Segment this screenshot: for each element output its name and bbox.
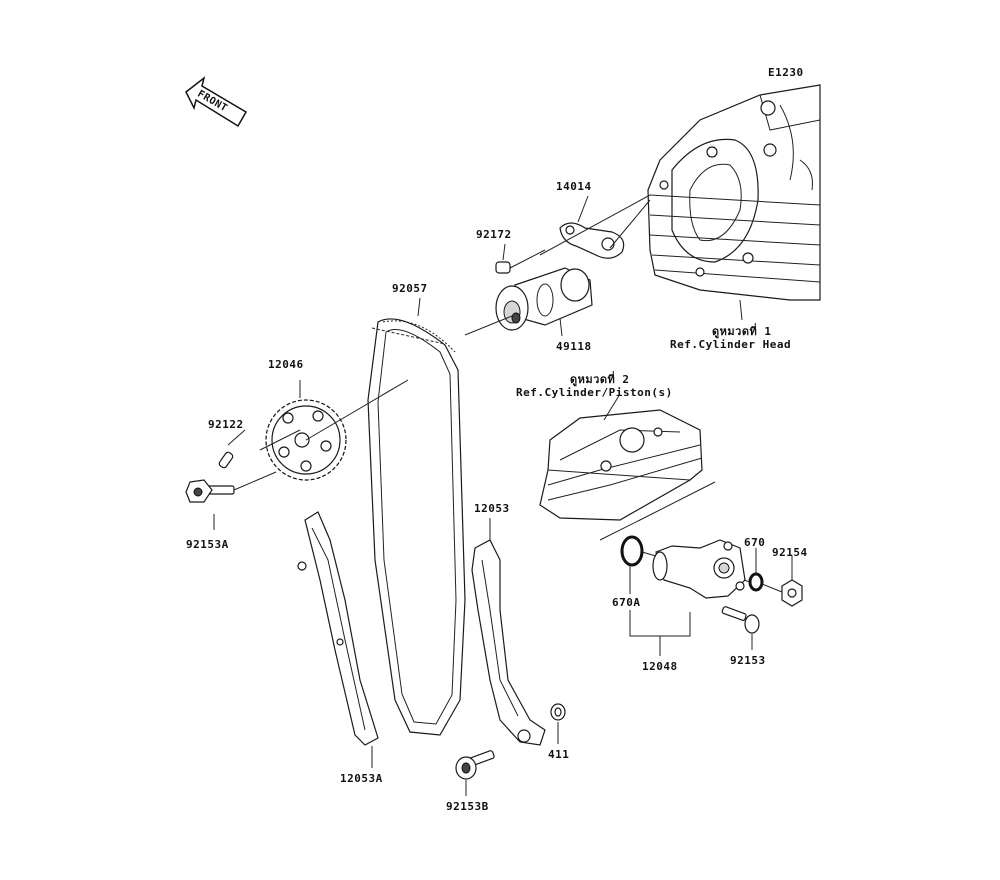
gasket-14014 — [559, 222, 625, 259]
label-14014: 14014 — [556, 180, 592, 193]
label-12053: 12053 — [474, 502, 510, 515]
leader-lines — [213, 194, 793, 796]
guide-12053 — [471, 539, 546, 746]
label-12048: 12048 — [642, 660, 678, 673]
label-92153A: 92153A — [186, 538, 229, 551]
label-92153: 92153 — [730, 654, 766, 667]
label-670A: 670A — [612, 596, 641, 609]
bolt-92153 — [721, 606, 760, 634]
bolt-92153B — [455, 750, 495, 780]
front-arrow-icon — [185, 76, 248, 128]
diagram-code: E1230 — [768, 66, 804, 79]
pin-92122 — [218, 451, 234, 469]
cam-chain-92057 — [367, 318, 466, 736]
label-92172: 92172 — [476, 228, 512, 241]
cylinder-block — [539, 409, 703, 521]
label-92154: 92154 — [772, 546, 808, 559]
ref2-thai: ดูหมวดที่ 2 — [570, 373, 630, 386]
ref1-thai: ดูหมวดที่ 1 — [712, 325, 772, 338]
ref1-text: Ref.Cylinder Head — [670, 338, 792, 351]
label-49118: 49118 — [556, 340, 592, 353]
o-ring-670 — [748, 572, 764, 592]
tensioner-12048 — [652, 539, 746, 599]
label-92122: 92122 — [208, 418, 244, 431]
label-92057: 92057 — [392, 282, 428, 295]
camshaft-49118 — [495, 267, 593, 331]
pin-92172 — [495, 261, 511, 274]
cylinder-head — [647, 84, 821, 301]
label-670: 670 — [744, 536, 766, 549]
washer-411 — [550, 703, 566, 721]
o-ring-670A — [620, 535, 644, 567]
label-12046: 12046 — [268, 358, 304, 371]
ref2-text: Ref.Cylinder/Piston(s) — [516, 386, 673, 399]
guide-12053A — [297, 511, 379, 746]
label-12053A: 12053A — [340, 772, 383, 785]
label-92153B: 92153B — [446, 800, 489, 813]
sprocket-12046 — [265, 399, 347, 481]
label-411: 411 — [548, 748, 570, 761]
plug-92154 — [781, 579, 803, 607]
bolt-92153A — [185, 479, 235, 503]
